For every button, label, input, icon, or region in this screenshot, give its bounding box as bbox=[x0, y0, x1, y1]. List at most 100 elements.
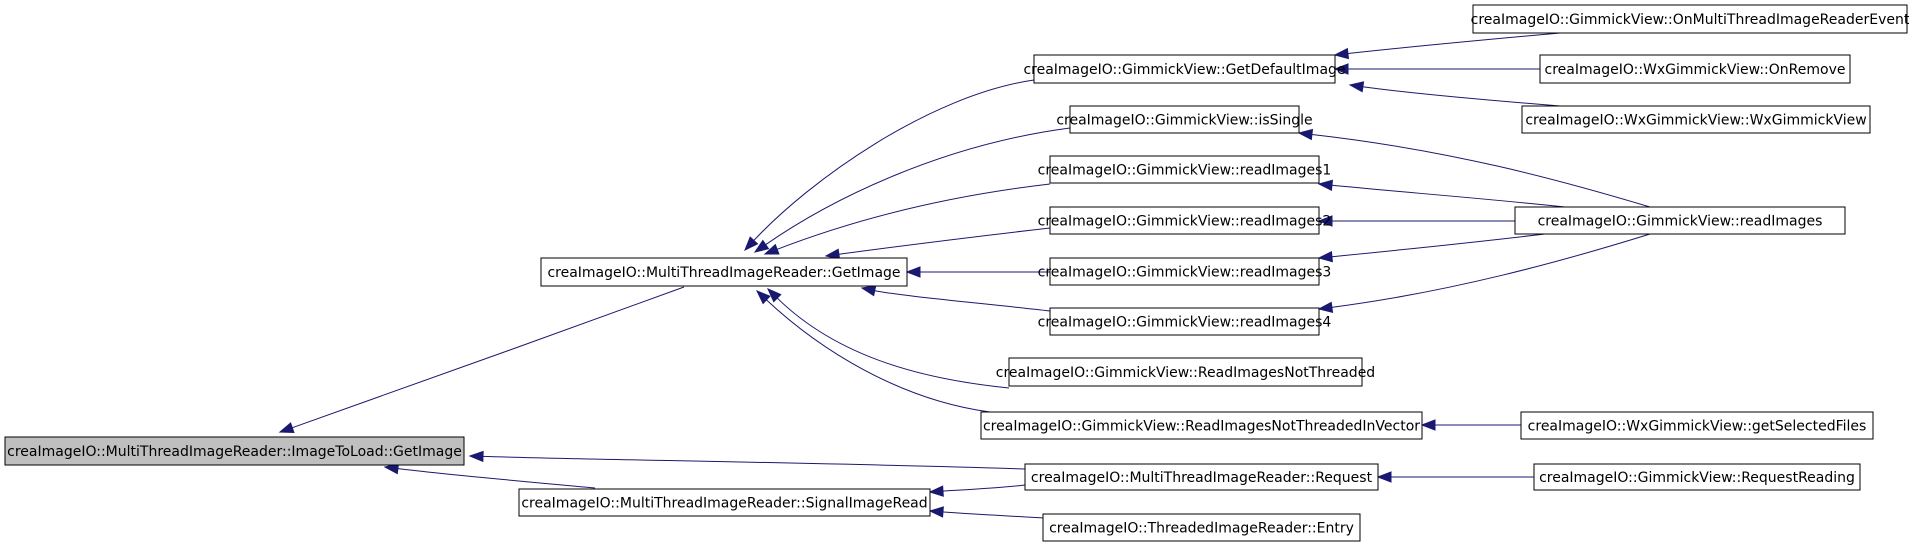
arrowhead-icon bbox=[468, 450, 484, 463]
arrowhead-icon bbox=[755, 290, 771, 305]
node-ri2[interactable]: creaImageIO::GimmickView::readImages2 bbox=[1038, 206, 1332, 235]
edge-line bbox=[873, 289, 1051, 312]
edges-layer bbox=[278, 32, 1651, 519]
node-label: creaImageIO::MultiThreadImageReader::Req… bbox=[1031, 470, 1373, 486]
arrowhead-icon bbox=[928, 485, 944, 497]
node-signal[interactable]: creaImageIO::MultiThreadImageReader::Sig… bbox=[518, 488, 931, 517]
arrowhead-icon bbox=[744, 236, 759, 252]
edge-issingle-to-getimage bbox=[753, 127, 1071, 253]
node-label: creaImageIO::GimmickView::readImages1 bbox=[1038, 163, 1332, 179]
node-box bbox=[1533, 463, 1861, 491]
edge-rint-to-getimage bbox=[767, 288, 1010, 389]
node-box bbox=[1539, 54, 1851, 84]
edge-line bbox=[481, 455, 1026, 470]
node-label: creaImageIO::MultiThreadImageReader::Get… bbox=[547, 265, 900, 281]
arrowhead-icon bbox=[1333, 47, 1350, 60]
arrowhead-icon bbox=[1348, 81, 1365, 93]
node-box bbox=[1008, 357, 1363, 387]
node-label: creaImageIO::GimmickView::readImages3 bbox=[1038, 265, 1332, 281]
edge-entry-to-signal bbox=[928, 506, 1044, 519]
node-wxgv[interactable]: creaImageIO::WxGimmickView::WxGimmickVie… bbox=[1521, 105, 1871, 134]
edge-readimages-to-ri3 bbox=[1317, 233, 1546, 263]
node-box bbox=[1521, 105, 1871, 134]
node-label: creaImageIO::GimmickView::readImages4 bbox=[1038, 315, 1332, 331]
arrowhead-icon bbox=[1333, 63, 1349, 75]
edge-line bbox=[1330, 184, 1566, 208]
edge-ri3-to-getimage bbox=[905, 266, 1050, 278]
node-entry[interactable]: creaImageIO::ThreadedImageReader::Entry bbox=[1042, 513, 1361, 542]
node-ri3[interactable]: creaImageIO::GimmickView::readImages3 bbox=[1038, 257, 1332, 286]
node-box bbox=[980, 411, 1423, 440]
node-box bbox=[1514, 206, 1846, 235]
arrowhead-icon bbox=[1297, 128, 1314, 141]
node-onremove[interactable]: creaImageIO::WxGimmickView::OnRemove bbox=[1539, 54, 1851, 84]
node-root[interactable]: creaImageIO::MultiThreadImageReader::Ima… bbox=[4, 436, 465, 466]
edge-onremove-to-defaultimage bbox=[1333, 63, 1540, 75]
arrowhead-icon bbox=[753, 239, 770, 253]
edge-line bbox=[837, 227, 1051, 255]
node-label: creaImageIO::WxGimmickView::OnRemove bbox=[1545, 62, 1846, 78]
edge-line bbox=[1310, 133, 1651, 208]
edge-request-to-root bbox=[468, 450, 1026, 470]
node-label: creaImageIO::GimmickView::RequestReading bbox=[1539, 470, 1855, 486]
node-box bbox=[1472, 4, 1908, 34]
node-issingle[interactable]: creaImageIO::GimmickView::isSingle bbox=[1056, 105, 1313, 134]
node-requestreading[interactable]: creaImageIO::GimmickView::RequestReading bbox=[1533, 463, 1861, 491]
node-getselected[interactable]: creaImageIO::WxGimmickView::getSelectedF… bbox=[1520, 411, 1874, 440]
edge-readimages-to-ri4 bbox=[1317, 233, 1651, 313]
node-ri1[interactable]: creaImageIO::GimmickView::readImages1 bbox=[1038, 155, 1332, 184]
node-readimages[interactable]: creaImageIO::GimmickView::readImages bbox=[1514, 206, 1846, 235]
arrowhead-icon bbox=[928, 506, 944, 518]
nodes-layer: creaImageIO::MultiThreadImageReader::Ima… bbox=[4, 4, 1910, 542]
edge-line bbox=[396, 467, 596, 489]
node-box bbox=[1049, 257, 1320, 286]
node-label: creaImageIO::GimmickView::ReadImagesNotT… bbox=[996, 365, 1375, 381]
node-label: creaImageIO::GimmickView::OnMultiThreadI… bbox=[1471, 12, 1910, 28]
edge-ri2-to-getimage bbox=[824, 227, 1051, 260]
node-box bbox=[1024, 463, 1379, 491]
node-label: creaImageIO::WxGimmickView::WxGimmickVie… bbox=[1525, 113, 1866, 129]
node-rint[interactable]: creaImageIO::GimmickView::ReadImagesNotT… bbox=[996, 357, 1375, 387]
edge-ri1-to-getimage bbox=[763, 183, 1051, 255]
node-box bbox=[1033, 54, 1336, 84]
arrowhead-icon bbox=[767, 288, 782, 303]
node-label: creaImageIO::WxGimmickView::getSelectedF… bbox=[1528, 419, 1867, 435]
node-box bbox=[518, 488, 931, 517]
node-label: creaImageIO::MultiThreadImageReader::Sig… bbox=[521, 496, 927, 512]
edge-getselected-to-rintv bbox=[1420, 419, 1522, 431]
node-box bbox=[1049, 155, 1320, 184]
edge-line bbox=[1330, 233, 1651, 308]
node-box bbox=[1042, 513, 1361, 542]
node-label: creaImageIO::GimmickView::readImages bbox=[1538, 214, 1823, 230]
node-label: creaImageIO::GimmickView::readImages2 bbox=[1038, 214, 1332, 230]
arrowhead-icon bbox=[1420, 419, 1436, 431]
edge-line bbox=[291, 286, 685, 429]
edge-line bbox=[752, 79, 1035, 242]
arrowhead-icon bbox=[1317, 301, 1334, 313]
arrowhead-icon bbox=[860, 285, 877, 297]
node-ri4[interactable]: creaImageIO::GimmickView::readImages4 bbox=[1038, 307, 1332, 336]
node-defaultimage[interactable]: creaImageIO::GimmickView::GetDefaultImag… bbox=[1023, 54, 1346, 84]
node-onmt[interactable]: creaImageIO::GimmickView::OnMultiThreadI… bbox=[1471, 4, 1910, 34]
arrowhead-icon bbox=[278, 422, 295, 433]
arrowhead-icon bbox=[905, 266, 921, 278]
node-box bbox=[4, 436, 465, 466]
edge-readimages-to-issingle bbox=[1297, 128, 1651, 208]
node-getimage[interactable]: creaImageIO::MultiThreadImageReader::Get… bbox=[540, 257, 908, 287]
edge-line bbox=[765, 298, 991, 413]
edge-request-to-signal bbox=[928, 484, 1026, 497]
node-label: creaImageIO::MultiThreadImageReader::Ima… bbox=[7, 444, 462, 460]
arrowhead-icon bbox=[1317, 250, 1333, 263]
arrowhead-icon bbox=[1317, 215, 1333, 227]
edge-getimage-to-root bbox=[278, 286, 685, 433]
arrowhead-icon bbox=[1317, 179, 1333, 192]
node-request[interactable]: creaImageIO::MultiThreadImageReader::Req… bbox=[1024, 463, 1379, 491]
edge-onmt-to-defaultimage bbox=[1333, 32, 1561, 60]
node-rintv[interactable]: creaImageIO::GimmickView::ReadImagesNotT… bbox=[980, 411, 1423, 440]
node-label: creaImageIO::ThreadedImageReader::Entry bbox=[1049, 521, 1354, 537]
edge-line bbox=[941, 511, 1044, 519]
edge-requestreading-to-request bbox=[1376, 471, 1534, 483]
node-label: creaImageIO::GimmickView::ReadImagesNotT… bbox=[983, 419, 1420, 435]
node-label: creaImageIO::GimmickView::GetDefaultImag… bbox=[1023, 62, 1345, 78]
